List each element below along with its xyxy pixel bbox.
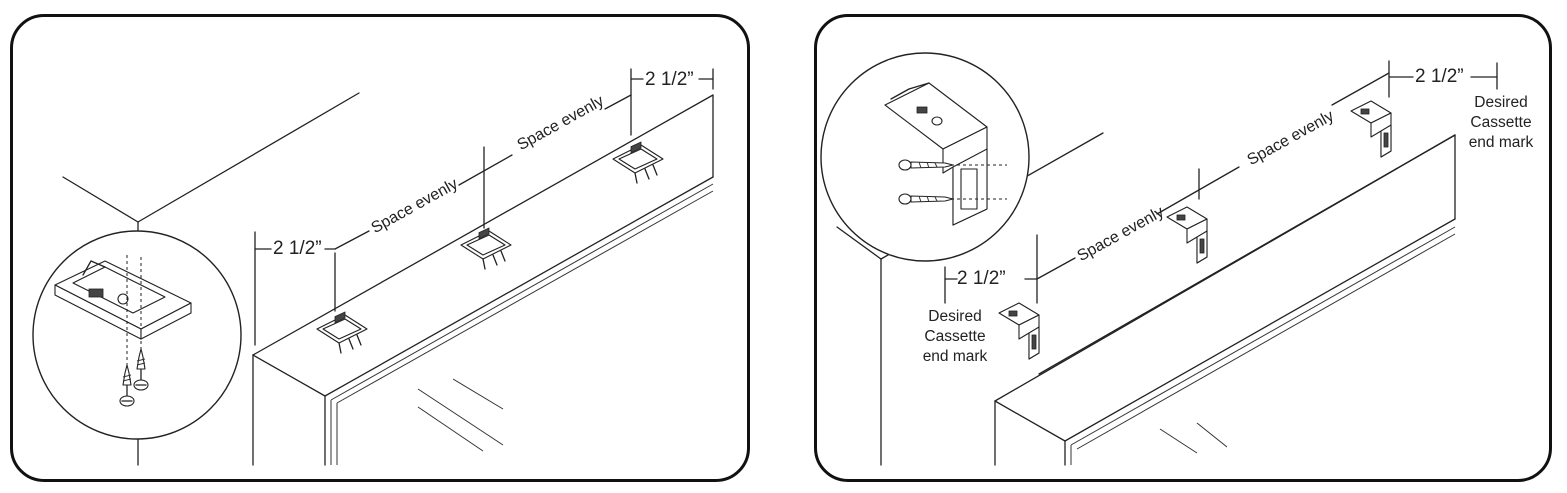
end-mark-note-left-line-3: end mark bbox=[922, 348, 988, 365]
dimension-lines bbox=[944, 60, 1498, 304]
right-panel-outside-mount-brackets: 2 1/2” 2 1/2” Space evenly Space evenly … bbox=[814, 14, 1552, 482]
bracket-detail-callout bbox=[820, 52, 1030, 262]
end-mark-note-left-line-1: Desired bbox=[928, 308, 982, 325]
right-panel-drawing bbox=[820, 52, 1498, 466]
dimension-lines bbox=[254, 68, 714, 346]
bracket-2 bbox=[460, 227, 512, 270]
end-mark-note-right: Desired Cassette end mark bbox=[1461, 93, 1541, 153]
screw-1 bbox=[898, 159, 954, 171]
end-mark-note-right-line-1: Desired bbox=[1474, 94, 1528, 111]
screw-2 bbox=[898, 193, 954, 205]
screw-2 bbox=[133, 348, 149, 391]
end-mark-note-right-line-3: end mark bbox=[1468, 134, 1534, 151]
end-mark-note-left-line-2: Cassette bbox=[924, 328, 986, 345]
window-frame bbox=[252, 94, 714, 466]
bracket-2 bbox=[1166, 206, 1208, 264]
dimension-label-right: 2 1/2” bbox=[1415, 66, 1464, 87]
end-mark-note-right-line-2: Cassette bbox=[1470, 114, 1532, 131]
bracket-1 bbox=[316, 311, 368, 354]
bracket-1 bbox=[998, 302, 1040, 360]
window-frame bbox=[994, 134, 1456, 466]
end-mark-note-left: Desired Cassette end mark bbox=[915, 307, 995, 367]
bracket-3 bbox=[1350, 100, 1392, 158]
dimension-label-left: 2 1/2” bbox=[957, 268, 1006, 289]
dimension-label-right: 2 1/2” bbox=[645, 69, 694, 90]
bracket-detail-callout bbox=[32, 230, 242, 440]
bracket-3 bbox=[612, 141, 664, 184]
left-panel-inside-mount-brackets: 2 1/2” 2 1/2” Space evenly Space evenly bbox=[10, 14, 750, 482]
screw-1 bbox=[119, 364, 135, 407]
dimension-label-left: 2 1/2” bbox=[273, 238, 322, 259]
left-panel-drawing bbox=[32, 68, 714, 466]
